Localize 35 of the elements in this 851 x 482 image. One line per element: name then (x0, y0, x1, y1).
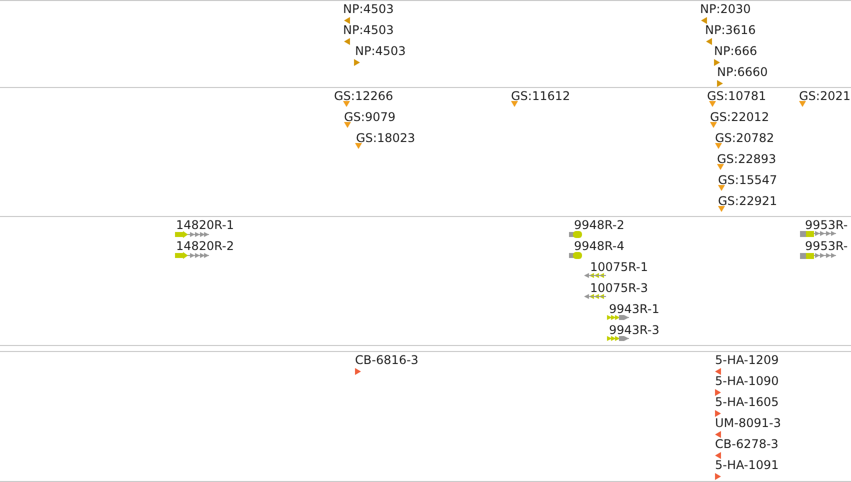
feature-label: 9948R-2 (574, 218, 624, 232)
feature-label: GS:10781 (707, 89, 766, 103)
feature-label: 9948R-4 (574, 239, 624, 253)
feature-label: GS:18023 (356, 131, 416, 145)
feature-label: GS:22921 (718, 194, 778, 208)
feature-label: 10075R-3 (590, 281, 648, 295)
feature-label: 14820R-1 (176, 218, 234, 232)
feature-label: NP:666 (714, 44, 758, 58)
feature-label: 9943R-3 (609, 323, 660, 337)
feature-label: 10075R-1 (590, 260, 648, 274)
feature-label: 5-HA-1090 (715, 374, 779, 388)
feature-label: GS:11612 (511, 89, 570, 103)
feature-label: UM-8091-3 (715, 416, 781, 430)
feature-label: 9953R- (805, 239, 848, 253)
feature-label: 14820R-2 (176, 239, 234, 253)
feature-label: GS:12266 (334, 89, 394, 103)
feature-label: NP:2030 (700, 2, 751, 16)
feature-label: NP:3616 (705, 23, 756, 37)
feature-label: NP:6660 (717, 65, 768, 79)
feature-label: 9953R- (805, 218, 848, 232)
feature-label: 5-HA-1605 (715, 395, 779, 409)
feature-label: CB-6816-3 (355, 353, 418, 367)
feature-label: GS:20782 (715, 131, 774, 145)
feature-label: CB-6278-3 (715, 437, 778, 451)
feature-label: NP:4503 (355, 44, 406, 58)
feature-label: GS:15547 (718, 173, 778, 187)
feature-label: NP:4503 (343, 2, 394, 16)
feature-label: NP:4503 (343, 23, 394, 37)
feature-label: GS:2021 (799, 89, 850, 103)
feature-label: 5-HA-1091 (715, 458, 779, 472)
feature-label: 5-HA-1209 (715, 353, 779, 367)
feature-label: GS:22893 (717, 152, 776, 166)
feature-label: GS:22012 (710, 110, 770, 124)
feature-label: 9943R-1 (609, 302, 660, 316)
feature-label: GS:9079 (344, 110, 396, 124)
